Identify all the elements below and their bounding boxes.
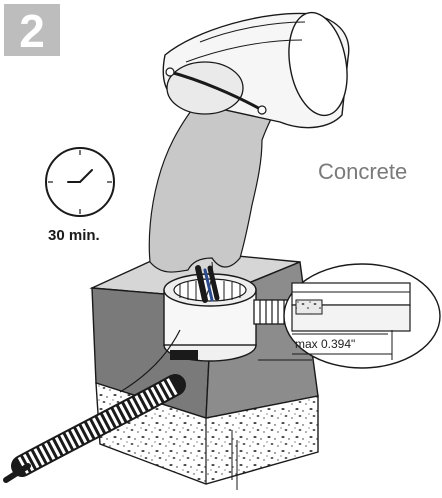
cables: [195, 265, 220, 303]
material-label: Concrete: [318, 159, 408, 184]
pouring-bucket: [162, 11, 350, 129]
detail-callout: [258, 263, 441, 369]
clock-icon: [45, 147, 115, 217]
conduit-left: [3, 374, 186, 483]
timer-label: 30 min.: [48, 227, 100, 244]
step-number: 2: [19, 5, 45, 57]
measurement-label: max 0.394": [295, 337, 356, 351]
step-badge: 2: [4, 4, 60, 57]
